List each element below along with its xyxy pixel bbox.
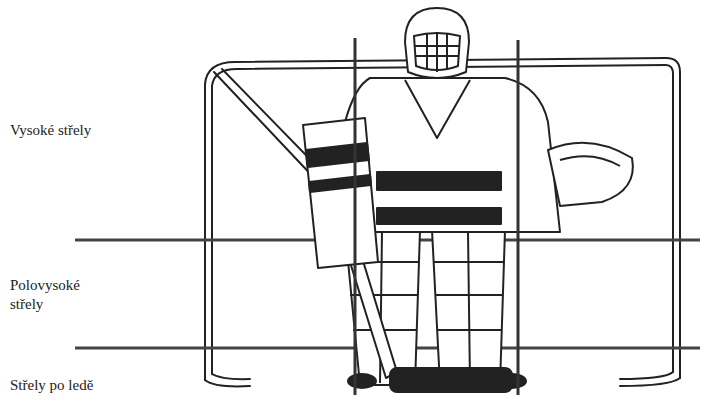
goal-base [205, 380, 250, 386]
cage-bar [426, 33, 428, 70]
skate [348, 374, 376, 388]
jersey-stripe [377, 172, 501, 190]
goal-base [212, 374, 250, 379]
leg-pad [432, 230, 505, 385]
glove-web [560, 156, 620, 166]
goal-post [204, 84, 206, 380]
helmet-cage [414, 32, 460, 72]
cage-bar [446, 33, 448, 70]
vertical-divider [517, 40, 520, 395]
cage-bar [436, 32, 438, 72]
stick-blade [390, 368, 512, 392]
blocker [303, 118, 378, 268]
goalie [303, 8, 633, 392]
catch-glove [548, 143, 633, 206]
blocker-stripe [306, 143, 369, 167]
blocker-stripe [309, 175, 371, 192]
zone-label: Vysoké střely [10, 121, 150, 140]
helmet [405, 8, 469, 78]
goal-base [620, 372, 673, 379]
vertical-divider [354, 38, 357, 395]
pad-seam [468, 232, 470, 383]
goal-post [672, 74, 674, 372]
zone-label: Střely po ledě [10, 376, 150, 395]
goal-post [211, 86, 213, 374]
jersey-stripe [377, 208, 501, 224]
zone-label: Polovysoké střely [10, 276, 102, 314]
jersey-neck [405, 80, 470, 138]
goal-frame [205, 58, 680, 386]
zone-dividers [355, 38, 518, 395]
goal-post [679, 72, 681, 378]
